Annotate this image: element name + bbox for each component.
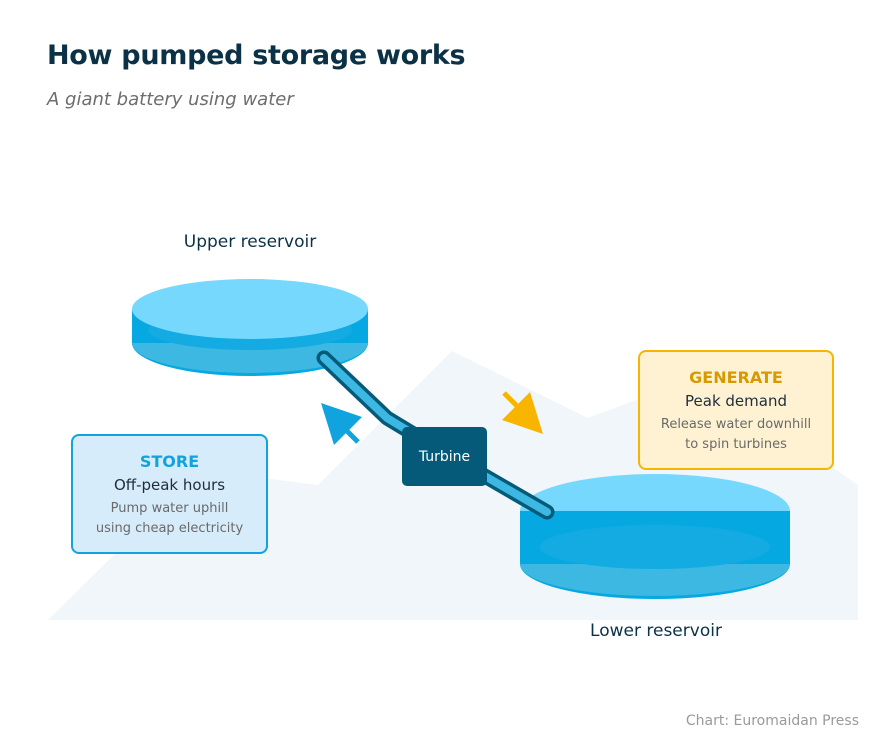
turbine-box: Turbine — [402, 427, 487, 486]
lower-reservoir — [520, 474, 790, 599]
store-heading: STORE — [139, 452, 200, 471]
store-callout: STORE Off-peak hours Pump water uphill u… — [71, 434, 268, 554]
page-subtitle: A giant battery using water — [47, 89, 294, 110]
upper-reservoir-label: Upper reservoir — [183, 232, 317, 252]
generate-subheading: Peak demand — [685, 392, 787, 410]
arrow-down-generate-icon — [502, 391, 543, 434]
lower-reservoir-label: Lower reservoir — [590, 621, 722, 641]
generate-callout: GENERATE Peak demand Release water downh… — [638, 350, 834, 470]
store-subheading: Off-peak hours — [113, 476, 226, 494]
store-description-line1: Pump water uphill — [110, 501, 229, 516]
generate-heading: GENERATE — [689, 368, 783, 387]
upper-reservoir — [132, 279, 368, 376]
store-description-line2: using cheap electricity — [95, 521, 244, 536]
arrow-up-store-icon — [321, 403, 362, 445]
source-credit: Chart: Euromaidan Press — [685, 713, 859, 729]
generate-description-line2: to spin turbines — [685, 437, 787, 452]
generate-description-line1: Release water downhill — [660, 417, 812, 432]
turbine-label: Turbine — [418, 448, 471, 465]
page-title: How pumped storage works — [47, 40, 466, 71]
